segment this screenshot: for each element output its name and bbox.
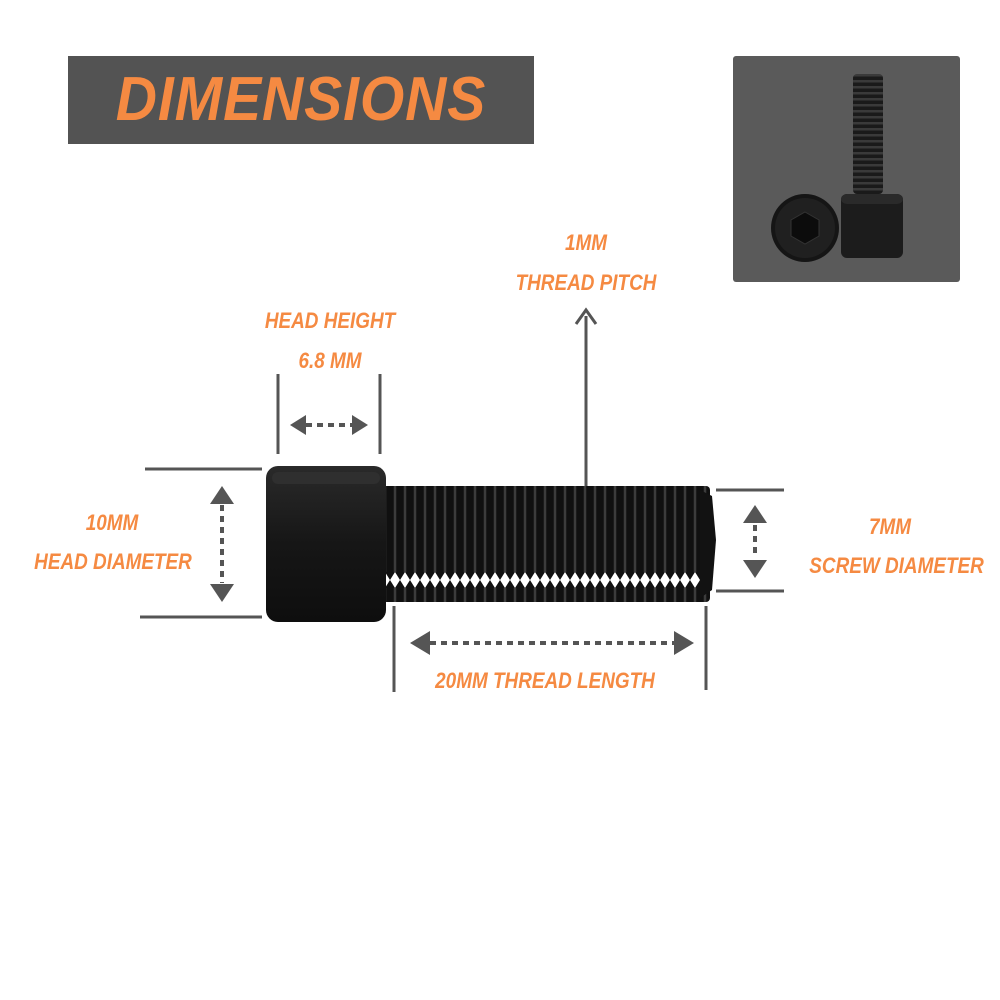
screw-diameter-caption: SCREW DIAMETER (809, 553, 984, 578)
screw-diameter-value: 7MM (868, 514, 912, 539)
arrow-right-icon (674, 631, 694, 655)
bolt-shank (382, 486, 710, 602)
head-height-value: 6.8 MM (298, 348, 362, 373)
thumbnail-bolt-image (771, 74, 903, 262)
thread-pitch-value: 1MM (564, 230, 608, 255)
arrow-right-icon (352, 415, 368, 435)
arrow-up-icon (210, 486, 234, 504)
arrow-down-icon (210, 584, 234, 602)
title-banner: DIMENSIONS (68, 56, 534, 144)
thread-length-dimension (392, 606, 708, 692)
head-diameter-dimension (140, 467, 262, 619)
thread-pitch-caption: THREAD PITCH (515, 270, 657, 295)
bolt-head (266, 466, 386, 622)
bolt-tip (700, 490, 716, 598)
screw-diameter-dimension (716, 488, 784, 593)
head-height-caption: HEAD HEIGHT (264, 308, 396, 333)
arrow-up-icon (743, 505, 767, 523)
arrow-left-icon (410, 631, 430, 655)
title-text: DIMENSIONS (115, 65, 487, 134)
product-thumbnail (733, 56, 960, 282)
head-diameter-caption: HEAD DIAMETER (34, 549, 192, 574)
bolt-illustration (266, 466, 716, 622)
arrow-left-icon (290, 415, 306, 435)
arrow-down-icon (743, 560, 767, 578)
thread-pitch-pointer (574, 307, 598, 486)
head-height-dimension (276, 374, 382, 454)
head-diameter-value: 10MM (85, 510, 139, 535)
thread-length-label: 20MM THREAD LENGTH (435, 668, 655, 693)
